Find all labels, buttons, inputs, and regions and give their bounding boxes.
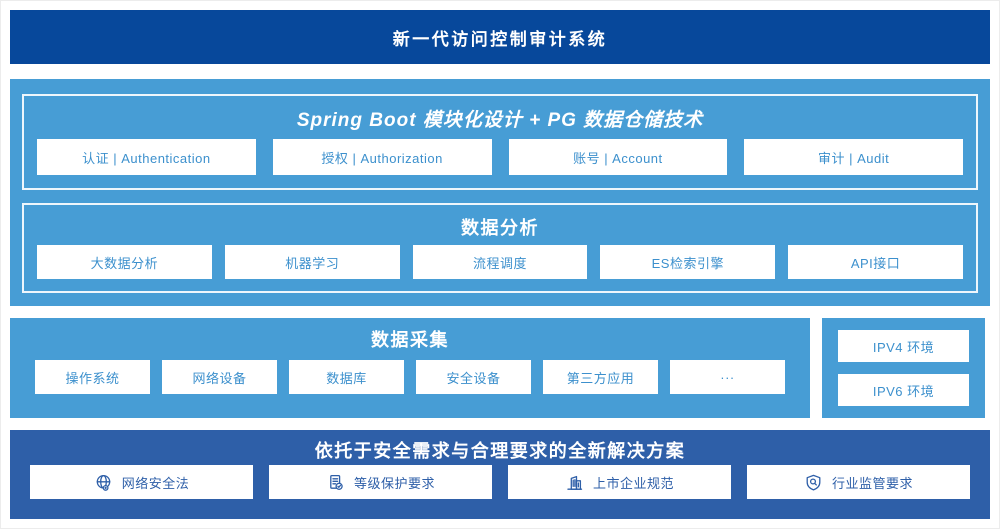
system-title: 新一代访问控制审计系统 (392, 29, 608, 49)
analysis-row: 大数据分析 机器学习 流程调度 ES检索引擎 API接口 (37, 245, 963, 279)
env-box-ipv4: IPV4 环境 (838, 330, 969, 362)
analysis-box-ml: 机器学习 (224, 245, 400, 279)
solution-row: 网络安全法 等级保护要求 (30, 465, 970, 499)
solution-box-industry-regulation: 行业监管要求 (747, 465, 970, 499)
solution-box-listed-company: 上市企业规范 (508, 465, 731, 499)
analysis-box-workflow: 流程调度 (412, 245, 588, 279)
modules-panel-title: Spring Boot 模块化设计 + PG 数据仓储技术 (296, 110, 704, 131)
analysis-box-bigdata: 大数据分析 (37, 245, 212, 279)
solution-box-label: 行业监管要求 (831, 475, 913, 491)
building-icon (565, 473, 584, 492)
globe-icon (94, 473, 113, 492)
collection-box-ellipsis: ··· (670, 360, 785, 394)
collection-row: 操作系统 网络设备 数据库 安全设备 第三方应用 ··· (35, 360, 785, 394)
document-check-icon (326, 473, 345, 492)
collection-box-network: 网络设备 (162, 360, 277, 394)
module-box-authentication: 认证 | Authentication (37, 139, 256, 175)
modules-panel: Spring Boot 模块化设计 + PG 数据仓储技术 认证 | Authe… (22, 94, 978, 190)
module-box-audit: 审计 | Audit (744, 139, 963, 175)
module-box-authorization: 授权 | Authorization (272, 139, 492, 175)
platform-section: Spring Boot 模块化设计 + PG 数据仓储技术 认证 | Authe… (10, 79, 990, 306)
collection-box-database: 数据库 (289, 360, 404, 394)
ip-environment-panel: IPV4 环境 IPV6 环境 (822, 318, 985, 418)
collection-box-security: 安全设备 (416, 360, 531, 394)
collection-section: 数据采集 操作系统 网络设备 数据库 安全设备 第三方应用 ··· (10, 318, 810, 418)
solution-box-label: 等级保护要求 (353, 475, 435, 491)
analysis-box-es-search: ES检索引擎 (600, 245, 776, 279)
solution-box-label: 网络安全法 (121, 475, 190, 491)
collection-title: 数据采集 (371, 330, 449, 350)
modules-row: 认证 | Authentication 授权 | Authorization 账… (37, 139, 963, 175)
collection-box-os: 操作系统 (35, 360, 150, 394)
analysis-panel: 数据分析 大数据分析 机器学习 流程调度 ES检索引擎 API接口 (22, 203, 978, 293)
env-box-ipv6: IPV6 环境 (838, 374, 969, 406)
solution-section: 依托于安全需求与合理要求的全新解决方案 网络安全法 (10, 430, 990, 519)
solution-box-cybersecurity-law: 网络安全法 (30, 465, 253, 499)
solution-box-label: 上市企业规范 (592, 475, 674, 491)
top-banner: 新一代访问控制审计系统 (10, 10, 990, 64)
solution-box-protection-level: 等级保护要求 (269, 465, 492, 499)
analysis-panel-title: 数据分析 (461, 218, 539, 238)
module-box-account: 账号 | Account (508, 139, 728, 175)
collection-box-thirdparty: 第三方应用 (543, 360, 658, 394)
solution-title: 依托于安全需求与合理要求的全新解决方案 (314, 441, 686, 461)
shield-search-icon (804, 473, 823, 492)
analysis-box-api: API接口 (788, 245, 963, 279)
